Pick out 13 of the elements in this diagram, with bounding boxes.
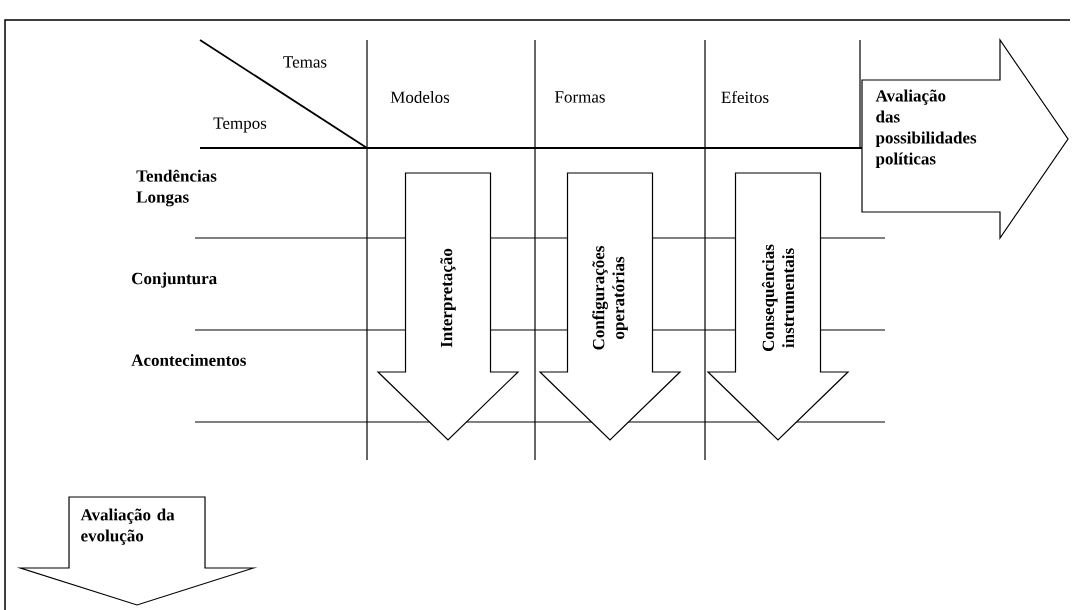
down-pointing-box: Interpretação — [376, 172, 520, 441]
column-label: Temas — [283, 56, 327, 68]
row-label: Tendências Longas — [136, 169, 217, 207]
row-label: Conjuntura — [132, 272, 217, 288]
right-pointing-box: Avaliação das possibilidades políticas — [861, 38, 1069, 240]
down-pointing-box: Avaliação da evolução — [16, 496, 258, 606]
column-label: Efeitos — [721, 90, 769, 104]
column-label: Tempos — [213, 117, 267, 133]
row-label: Acontecimentos — [131, 354, 246, 366]
down-pointing-box: Configurações operatórias — [538, 172, 682, 441]
column-label: Formas — [555, 91, 605, 103]
down-pointing-box: Consequências instrumentais — [706, 172, 850, 441]
column-label: Modelos — [390, 91, 450, 103]
